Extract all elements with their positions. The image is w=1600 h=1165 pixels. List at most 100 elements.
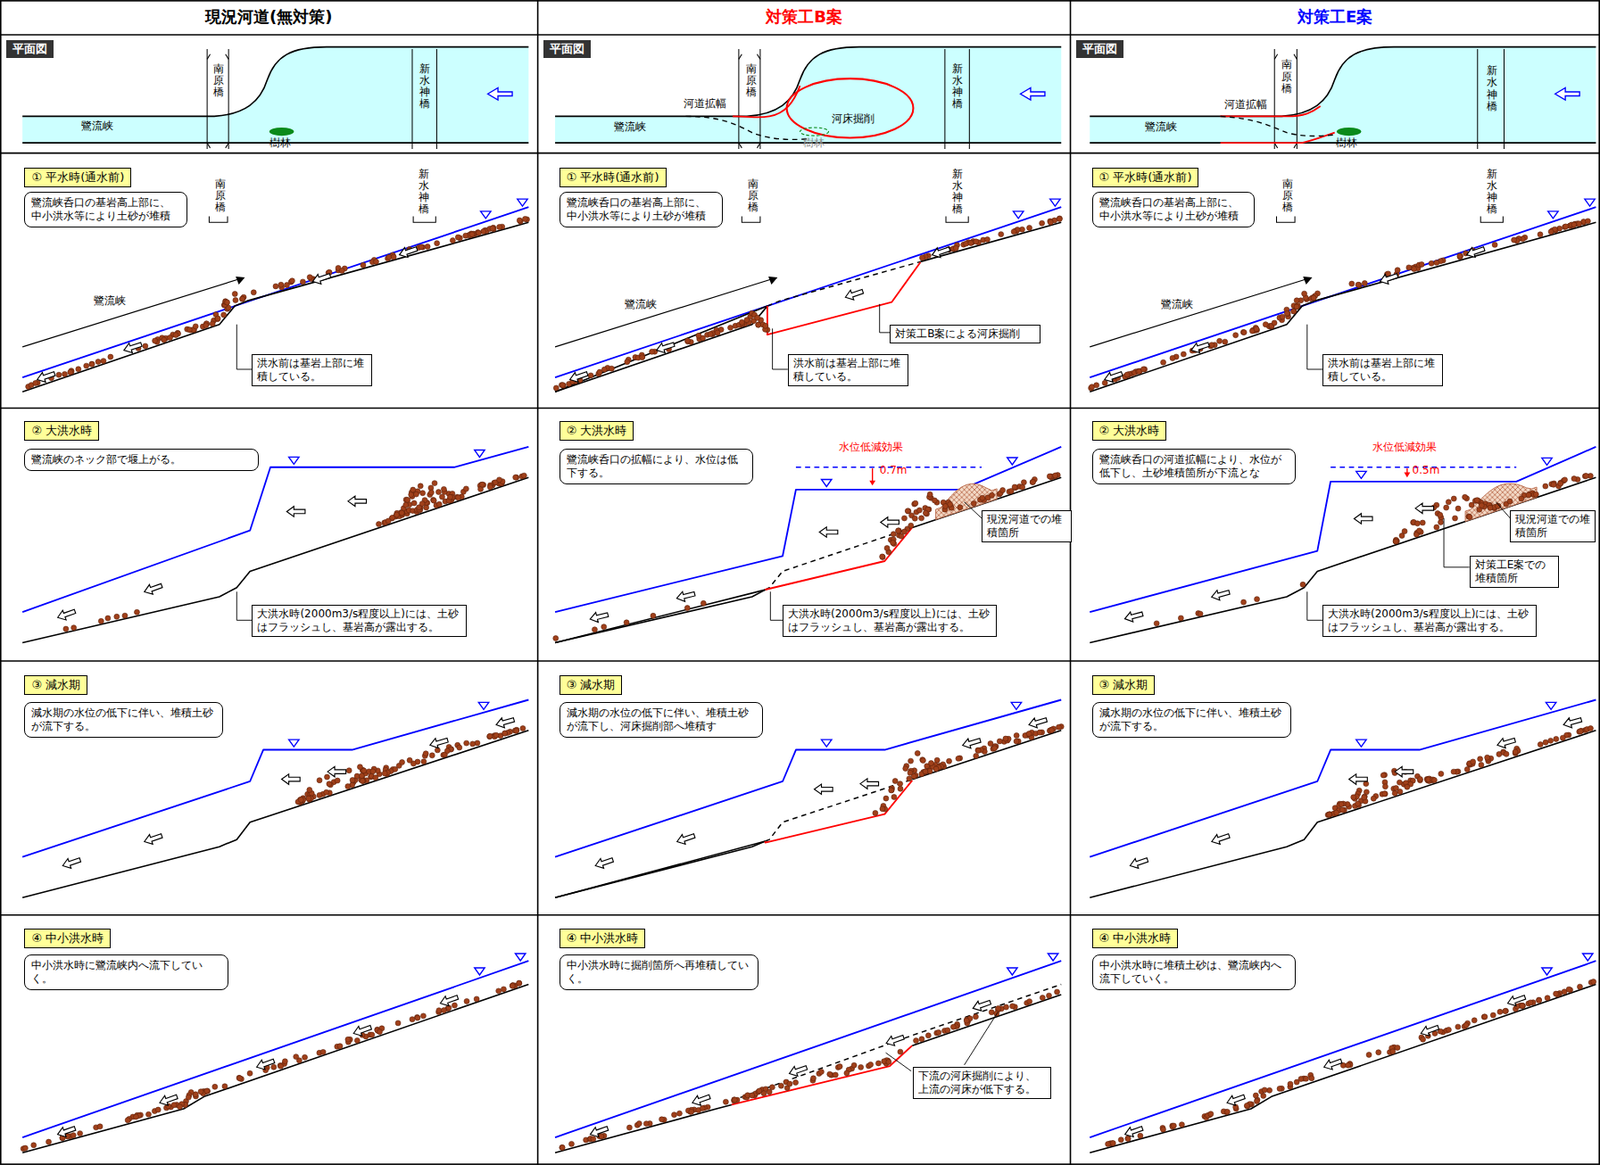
- illustration-stroke: [767, 261, 921, 307]
- box-text: 大洪水時(2000m3/s程度以上)には、土砂はフラッシュし、基岩高が露出する。: [787, 607, 992, 635]
- box-text: ④ 中小洪水時: [566, 930, 639, 947]
- gravel: [1334, 810, 1340, 816]
- gravel: [987, 741, 994, 747]
- gravel: [278, 1063, 284, 1070]
- leader-line: [879, 304, 890, 333]
- column-header: 対策工E案: [1070, 0, 1600, 35]
- gravel: [1406, 265, 1412, 271]
- gravel: [903, 766, 909, 772]
- illustration-stroke: [22, 477, 529, 643]
- gravel: [411, 500, 417, 506]
- box-text: 平面図: [12, 41, 48, 58]
- gravel: [1591, 979, 1597, 986]
- gravel: [1542, 483, 1549, 490]
- water-level-mark: [480, 211, 491, 219]
- gravel: [1261, 1087, 1268, 1094]
- gravel: [868, 1061, 874, 1068]
- gravel: [818, 1069, 824, 1076]
- box-text: 対策工E案: [1297, 6, 1373, 28]
- gravel: [1455, 505, 1461, 512]
- flow-arrow: [1128, 855, 1150, 871]
- illustration-stroke: [555, 589, 766, 643]
- illustration-stroke: [207, 54, 229, 149]
- bridge-line: [944, 49, 946, 150]
- gravel: [624, 359, 631, 365]
- gravel: [1110, 1141, 1116, 1147]
- leader-line: [1307, 324, 1323, 370]
- gravel: [1153, 621, 1160, 627]
- gravel: [898, 533, 904, 539]
- gravel: [221, 312, 227, 318]
- illustration-stroke: [1089, 47, 1596, 117]
- gravel: [559, 1144, 565, 1151]
- gravel: [324, 774, 331, 780]
- gravel: [1450, 769, 1457, 775]
- flow-arrow: [1415, 503, 1435, 514]
- box-text: 下流の河床掘削により、上流の河床が低下する。: [918, 1069, 1045, 1097]
- illustration-stroke: [911, 730, 1062, 780]
- gravel: [1291, 308, 1297, 315]
- column-header: 対策工B案: [538, 0, 1071, 35]
- gravel: [326, 781, 332, 788]
- water-level-mark: [1050, 198, 1061, 207]
- gravel: [972, 1014, 979, 1020]
- water-level-mark: [517, 198, 528, 207]
- box-text: 鷺流峡呑口の基岩高上部に、中小洪水等により土砂が堆積: [1099, 196, 1249, 224]
- drop-arrow: [871, 468, 873, 482]
- gravel: [1380, 772, 1386, 779]
- gravel: [1233, 332, 1239, 339]
- flow-arrow: [488, 87, 513, 100]
- box-text: 鷺流峡呑口の基岩高上部に、中小洪水等により土砂が堆積: [566, 196, 716, 224]
- box-text: 対策工B案: [765, 6, 843, 28]
- illustration-stroke: [555, 841, 766, 898]
- flow-arrow: [495, 714, 516, 730]
- gravel: [793, 1080, 799, 1087]
- flow-arrow: [1418, 1022, 1440, 1039]
- gravel: [434, 240, 440, 247]
- gravel: [114, 613, 120, 620]
- gravel: [827, 1071, 833, 1078]
- illustration-stroke: [1322, 1056, 1344, 1073]
- gravel: [1537, 232, 1543, 238]
- box-text: 平面図: [549, 41, 585, 58]
- gravel: [891, 795, 897, 801]
- gravel: [240, 296, 246, 302]
- gravel: [1012, 485, 1019, 491]
- water-level-mark: [1356, 739, 1367, 747]
- bridge-label: 新水神橋: [952, 63, 963, 111]
- gravel: [277, 1062, 283, 1069]
- box-text: 減水期の水位の低下に伴い、堆積土砂が流下し、河床掘削部へ堆積す: [566, 706, 757, 734]
- gorge-arrow: [1302, 276, 1312, 285]
- gravel: [1576, 221, 1583, 227]
- gravel: [1355, 801, 1361, 807]
- water-level-mark: [1007, 457, 1018, 465]
- box-text: 大洪水時(2000m3/s程度以上)には、土砂はフラッシュし、基岩高が露出する。: [1327, 607, 1532, 635]
- gravel: [1419, 520, 1426, 526]
- gravel: [1468, 502, 1475, 508]
- gravel: [302, 1054, 308, 1061]
- illustration-stroke: [961, 735, 982, 751]
- box-text: 鷺流峡呑口の基岩高上部に、中小洪水等により土砂が堆積: [31, 196, 181, 224]
- gravel: [370, 769, 376, 775]
- gravel: [1481, 1014, 1487, 1020]
- illustration-stroke: [731, 1045, 912, 1105]
- place-label: 鷺流峡: [1160, 298, 1194, 311]
- gravel: [731, 1097, 738, 1103]
- box-text: ③ 減水期: [31, 677, 81, 694]
- gravel: [62, 371, 68, 377]
- gravel: [553, 385, 559, 391]
- plan-tag: 平面図: [543, 40, 591, 59]
- note-box: 大洪水時(2000m3/s程度以上)には、土砂はフラッシュし、基岩高が露出する。: [251, 605, 466, 638]
- box-text: 中小洪水時に掘削箇所へ再堆積していく。: [566, 959, 752, 987]
- gravel: [1355, 281, 1361, 288]
- gravel: [927, 491, 933, 498]
- gravel: [1492, 241, 1498, 248]
- gravel: [1241, 599, 1247, 606]
- gravel: [1020, 480, 1027, 486]
- bridge-label: 南原橋: [747, 178, 759, 215]
- gravel: [1404, 784, 1410, 790]
- gravel: [273, 283, 279, 290]
- gravel: [1287, 1081, 1294, 1087]
- gravel: [1262, 322, 1269, 328]
- gravel: [1366, 1052, 1372, 1058]
